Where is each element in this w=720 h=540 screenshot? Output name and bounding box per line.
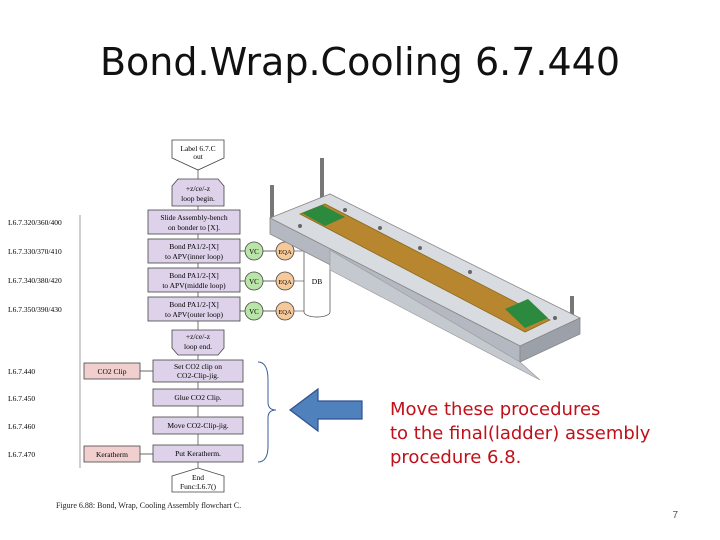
post-step-1-line-2: CO2-Clip-jig. (177, 371, 219, 380)
start-label-2: out (193, 152, 204, 161)
eqa-label-3: EQA (278, 309, 292, 316)
row-label-4: L6.7.350/390/430 (8, 305, 62, 314)
step-3-line-2: to APV(middle loop) (162, 281, 226, 290)
step-box-1 (147, 209, 241, 235)
loop-end-node (171, 329, 225, 356)
step-1-line-1: Slide Assembly-bench (160, 213, 228, 222)
side-item-co2-clip-label: CO2 Clip (98, 367, 127, 376)
vc-eqa-group-3: VC EQA (240, 301, 295, 321)
step-1-line-2: on bonder to [X]. (168, 223, 220, 232)
figure-caption: Figure 6.88: Bond, Wrap, Cooling Assembl… (56, 501, 242, 510)
left-arrow (289, 387, 363, 433)
loop-end-label-2: loop end. (184, 342, 212, 351)
start-node (171, 139, 225, 171)
eqa-label-2: EQA (278, 279, 292, 286)
step-2-line-2: to APV(inner loop) (165, 252, 223, 261)
vc-eqa-group-1: VC EQA (240, 241, 295, 261)
note-line-1: Move these procedures (390, 399, 601, 420)
vc-label-2: VC (249, 278, 259, 286)
post-step-3-line-1: Move CO2-Clip-jig. (167, 421, 228, 430)
row-label-8: L6.7.470 (8, 450, 35, 459)
post-step-2-line-1: Glue CO2 Clip. (174, 393, 221, 402)
vc-label-1: VC (249, 248, 259, 256)
step-box-3 (147, 267, 241, 293)
page-number: 7 (672, 510, 678, 521)
row-label-5: L6.7.440 (8, 367, 35, 376)
post-step-4-line-1: Put Keratherm. (175, 449, 221, 458)
slide-title: Bond.Wrap.Cooling 6.7.440 (99, 40, 621, 84)
step-box-4 (147, 296, 241, 322)
assembly-jig-image (269, 158, 581, 381)
row-label-7: L6.7.460 (8, 422, 35, 431)
note-line-3: procedure 6.8. (390, 447, 522, 468)
step-2-line-1: Bond PA1/2-[X] (169, 242, 219, 251)
vc-label-3: VC (249, 308, 259, 316)
step-3-line-1: Bond PA1/2-[X] (169, 271, 219, 280)
post-step-box-3 (152, 416, 244, 435)
end-label-2: Func:L6.7() (180, 482, 217, 491)
brace (257, 361, 277, 463)
step-4-line-2: to APV(outer loop) (165, 310, 223, 319)
eqa-label-1: EQA (278, 249, 292, 256)
vc-eqa-group-2: VC EQA (240, 271, 295, 291)
row-label-6: L6.7.450 (8, 394, 35, 403)
start-label-1: Label 6.7.C (180, 144, 215, 153)
row-label-2: L6.7.330/370/410 (8, 247, 62, 256)
loop-begin-label-1: +z/ce/-z (186, 184, 211, 193)
move-note: Move these procedures to the final(ladde… (390, 398, 690, 470)
loop-begin-label-2: loop begin. (181, 194, 215, 203)
post-step-1-line-1: Set CO2 clip on (174, 362, 222, 371)
step-4-line-1: Bond PA1/2-[X] (169, 300, 219, 309)
end-node (171, 467, 225, 493)
post-step-box-4 (152, 444, 244, 463)
note-line-2: to the final(ladder) assembly (390, 423, 651, 444)
end-label-1: End (192, 473, 204, 482)
row-label-3: L6.7.340/380/420 (8, 276, 62, 285)
db-label: DB (312, 277, 322, 286)
row-label-1: L6.7.320/360/400 (8, 218, 62, 227)
post-step-box-2 (152, 388, 244, 407)
loop-begin-node (171, 178, 225, 207)
loop-end-label-1: +z/ce/-z (186, 332, 211, 341)
side-item-keratherm-label: Keratherm (96, 450, 128, 459)
